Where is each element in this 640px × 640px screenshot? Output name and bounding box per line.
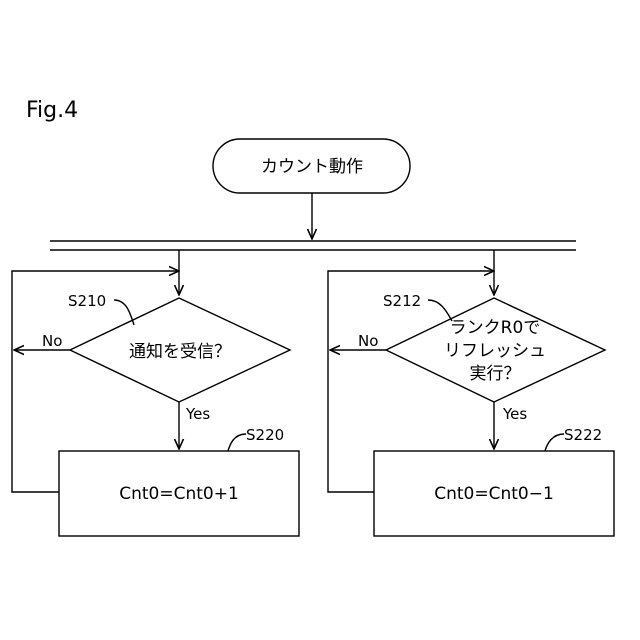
right-decision-line-2: リフレッシュ — [444, 341, 546, 361]
left-yes-label: Yes — [185, 405, 210, 423]
right-yes-label: Yes — [502, 405, 527, 423]
left-decision-text: 通知を受信？ — [129, 342, 231, 362]
start-label: カウント動作 — [261, 157, 363, 177]
right-decision-line-1: ランクR0で — [450, 318, 541, 338]
right-decision-step: S212 — [383, 292, 421, 310]
right-process-step: S222 — [564, 426, 602, 444]
left-process-text: Cnt0=Cnt0+1 — [119, 484, 239, 504]
left-no-label: No — [42, 332, 62, 350]
left-process-step-leader — [228, 434, 246, 451]
right-decision-step-leader — [428, 300, 452, 321]
left-process-step: S220 — [246, 426, 284, 444]
right-process-text: Cnt0=Cnt0−1 — [434, 484, 554, 504]
right-no-label: No — [358, 332, 378, 350]
right-decision-line-3: 実行？ — [470, 364, 521, 384]
figure-label: Fig.4 — [26, 98, 78, 123]
left-decision-step: S210 — [68, 292, 106, 310]
right-process-step-leader — [545, 434, 564, 451]
